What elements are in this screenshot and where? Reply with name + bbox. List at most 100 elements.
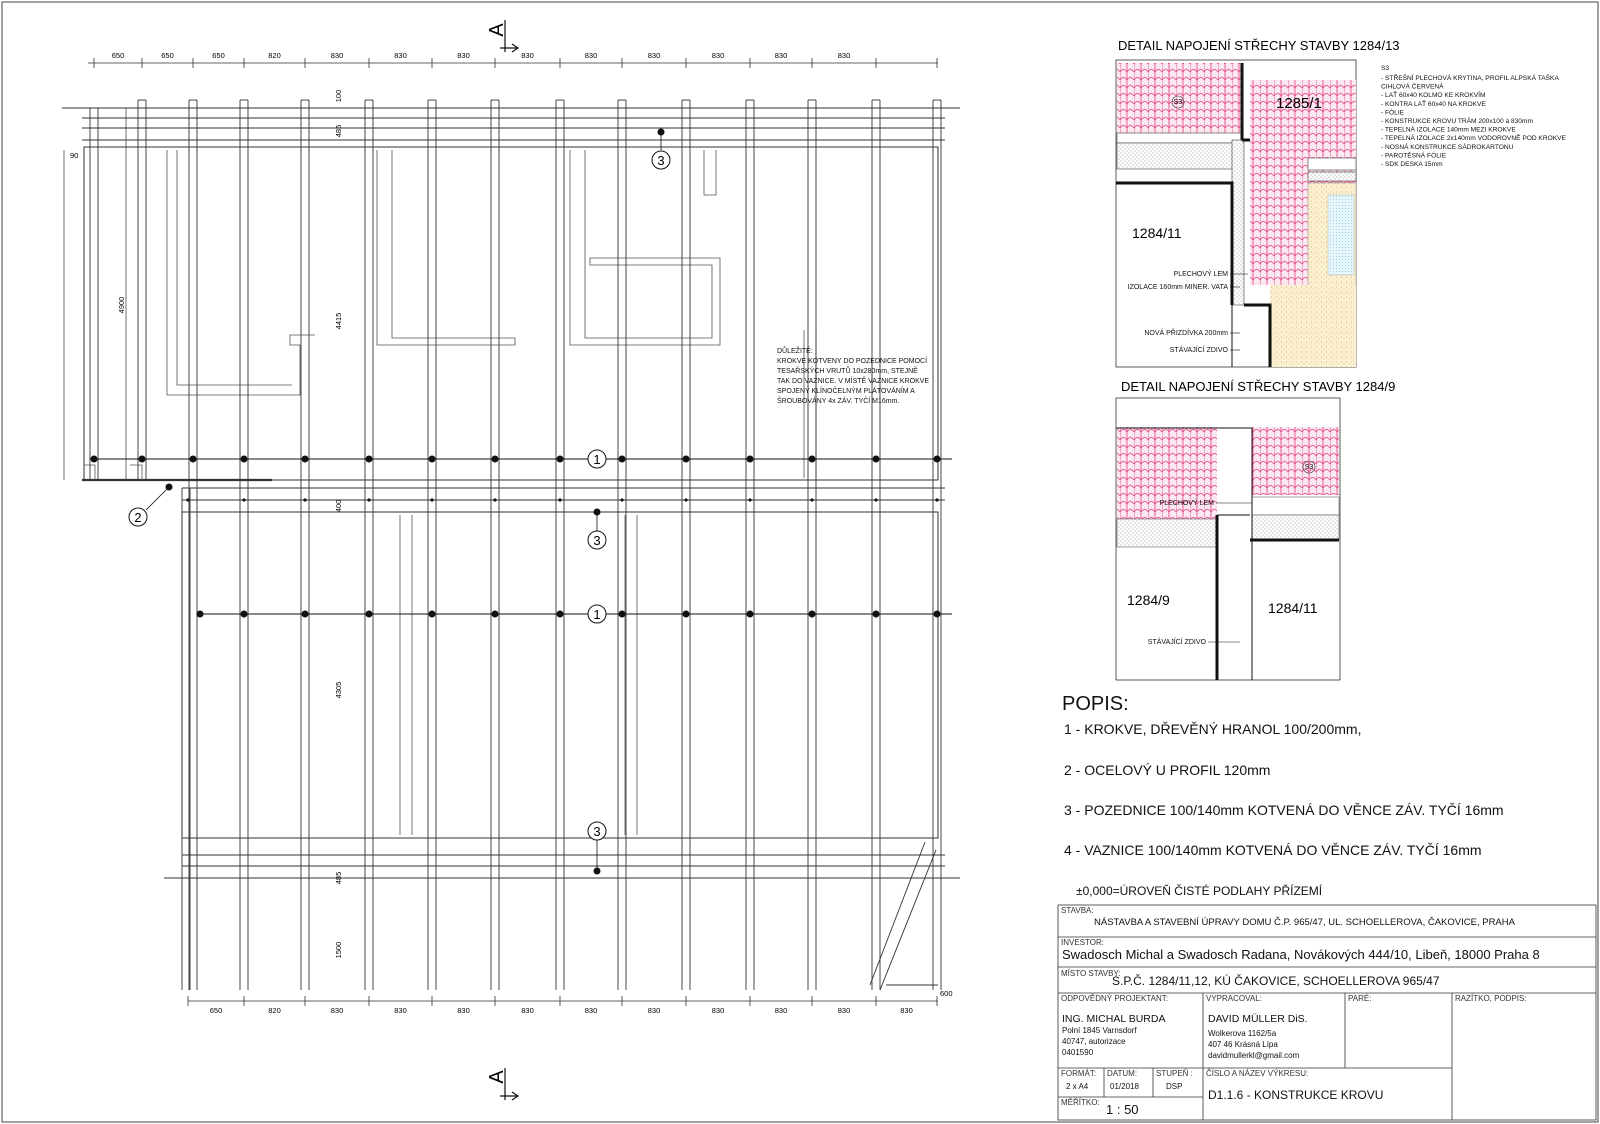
detail-1-room-right: 1285/1 [1276,95,1322,112]
purlin-joint [240,610,248,618]
level-note: ±0,000=ÚROVEŇ ČISTÉ PODLAHY PŘÍZEMÍ [1076,883,1323,898]
purlin-joint [240,455,248,463]
legend-item-1: 1 - KROKVE, DŘEVĚNÝ HRANOL 100/200mm, [1064,721,1361,737]
purlin-joint [301,455,309,463]
plate-anchor [493,498,497,502]
section-marker-top: A [486,20,520,53]
svg-text:ČÍSLO A NÁZEV VÝKRESU:: ČÍSLO A NÁZEV VÝKRESU: [1206,1069,1308,1078]
purlin-joint [933,455,941,463]
dim-label-vertical: 4415 [334,313,343,330]
dim-label: 650 [210,1006,223,1015]
purlin-joint [189,455,197,463]
title-block-text: STAVBA: NÁSTAVBA A STAVEBNÍ ÚPRAVY DOMU … [1061,906,1540,1117]
dim-label: 830 [331,51,344,60]
section-letter-top: A [486,23,508,37]
purlin-joint [556,610,564,618]
dim-label: 830 [775,1006,788,1015]
svg-text:40747, autorizace: 40747, autorizace [1062,1037,1126,1046]
existing-walls-below [84,150,817,835]
designer-name: ING. MICHAL BURDA [1062,1013,1165,1025]
dim-label: 830 [775,51,788,60]
callout-3-middle: 3 [587,508,607,550]
svg-text:IZOLACE 160mm MINER. VATA: IZOLACE 160mm MINER. VATA [1128,284,1229,291]
svg-text:RAZÍTKO, PODPIS:: RAZÍTKO, PODPIS: [1455,994,1527,1003]
svg-text:01/2018: 01/2018 [1110,1082,1139,1091]
purlin-joint [556,455,564,463]
drawing-title: D1.1.6 - KONSTRUKCE KROVU [1208,1088,1383,1102]
plate-anchor [684,498,688,502]
s3-layer: - FÓLIE [1381,107,1405,116]
s3-layer: - STŘEŠNÍ PLECHOVÁ KRYTINA, PROFIL ALPSK… [1381,73,1559,82]
svg-text:DŮLEŽITÉ:: DŮLEŽITÉ: [777,346,813,355]
dim-label: 830 [585,51,598,60]
purlin-joint [872,610,880,618]
purlin-joint [872,455,880,463]
purlin-joint [491,610,499,618]
svg-text:2: 2 [134,510,141,525]
svg-text:FORMÁT:: FORMÁT: [1061,1069,1096,1078]
dim-label-vertical: 1500 [334,942,343,959]
dim-label-vertical: 485 [334,125,343,138]
svg-text:ŠROUBOVÁNY 4x ZÁV. TYČÍ M16mm.: ŠROUBOVÁNY 4x ZÁV. TYČÍ M16mm. [777,396,899,405]
dim-label: 830 [900,1006,913,1015]
purlin-joint [808,610,816,618]
purlins-vaznice [90,455,952,618]
svg-text:PLECHOVÝ LEM: PLECHOVÝ LEM [1160,498,1215,507]
detail-2-room-left: 1284/9 [1127,592,1170,608]
svg-text:ODPOVĚDNÝ PROJEKTANT:: ODPOVĚDNÝ PROJEKTANT: [1061,994,1168,1003]
project-name: NÁSTAVBA A STAVEBNÍ ÚPRAVY DOMU Č.P. 965… [1094,917,1516,928]
svg-text:1: 1 [593,607,600,622]
detail-1284-13: DETAIL NAPOJENÍ STŘECHY STAVBY 1284/13 S… [1115,38,1567,368]
svg-text:NOVÁ PŘIZDÍVKA 200mm: NOVÁ PŘIZDÍVKA 200mm [1144,328,1228,337]
svg-text:Polní 1845 Varnsdorf: Polní 1845 Varnsdorf [1062,1026,1137,1035]
callout-2: 2 [128,483,173,527]
detail-1284-9: DETAIL NAPOJENÍ STŘECHY STAVBY 1284/9 S3… [1115,379,1395,681]
s3-layer: CIHLOVÁ ČERVENÁ [1381,82,1444,91]
detail-1-title: DETAIL NAPOJENÍ STŘECHY STAVBY 1284/13 [1118,38,1400,53]
detail-2-title: DETAIL NAPOJENÍ STŘECHY STAVBY 1284/9 [1121,379,1395,394]
dim-label-offset: 90 [70,151,78,160]
svg-text:TESAŘSKÝCH VRUTŮ 10x280mm, STE: TESAŘSKÝCH VRUTŮ 10x280mm, STEJNĚ [777,366,918,375]
callout-3-top: 3 [651,128,671,170]
eave-detail [869,841,938,991]
svg-text:MÍSTO STAVBY:: MÍSTO STAVBY: [1061,969,1121,978]
legend-popis: POPIS: 1 - KROKVE, DŘEVĚNÝ HRANOL 100/20… [1062,693,1504,898]
dim-label: 650 [112,51,125,60]
svg-text:SPOJENY KLÍNOČELNÝM PLÁTOVÁNÍM: SPOJENY KLÍNOČELNÝM PLÁTOVÁNÍM A [777,386,915,395]
purlin-joint [491,455,499,463]
plate-anchor [748,498,752,502]
dim-label: 820 [268,51,281,60]
plate-anchor [430,498,434,502]
svg-text:3: 3 [593,533,600,548]
svg-text:KROKVE KOTVENY DO POZEDNICE PO: KROKVE KOTVENY DO POZEDNICE POMOCÍ [777,356,927,365]
dim-label: 830 [521,51,534,60]
purlin-joint [933,610,941,618]
important-note: DŮLEŽITÉ: KROKVE KOTVENY DO POZEDNICE PO… [777,346,929,405]
lower-outline [181,511,939,839]
plate-anchor [558,498,562,502]
dim-label: 830 [712,51,725,60]
purlin-joint [365,610,373,618]
detail-1-tag: S3 [1174,99,1183,106]
dim-label-eave: 600 [940,989,953,998]
investor: Swadosch Michal a Swadosch Radana, Novák… [1062,947,1540,962]
s3-layer-list: S3 - STŘEŠNÍ PLECHOVÁ KRYTINA, PROFIL AL… [1381,65,1567,168]
plate-anchor [620,498,624,502]
s3-layer: - PAROTĚSNÁ FÓLIE [1381,150,1447,159]
left-dimension-chain [63,108,127,480]
svg-text:PLECHOVÝ LEM: PLECHOVÝ LEM [1174,269,1229,278]
legend-item-4: 4 - VAZNICE 100/140mm KOTVENÁ DO VĚNCE Z… [1064,842,1482,858]
legend-item-2: 2 - OCELOVÝ U PROFIL 120mm [1064,762,1270,778]
site: S.P.Č. 1284/11,12, KÚ ČAKOVICE, SCHOELLE… [1112,973,1440,988]
dim-label: 820 [268,1006,281,1015]
dim-label: 830 [394,1006,407,1015]
dim-label-vertical: 4900 [117,297,126,314]
section-marker-bottom: A [486,1068,520,1101]
svg-text:DSP: DSP [1166,1082,1182,1091]
purlin-joint [90,455,98,463]
legend-title: POPIS: [1062,693,1129,715]
purlin-joint [618,610,626,618]
purlin-joint [746,610,754,618]
plate-anchor [810,498,814,502]
